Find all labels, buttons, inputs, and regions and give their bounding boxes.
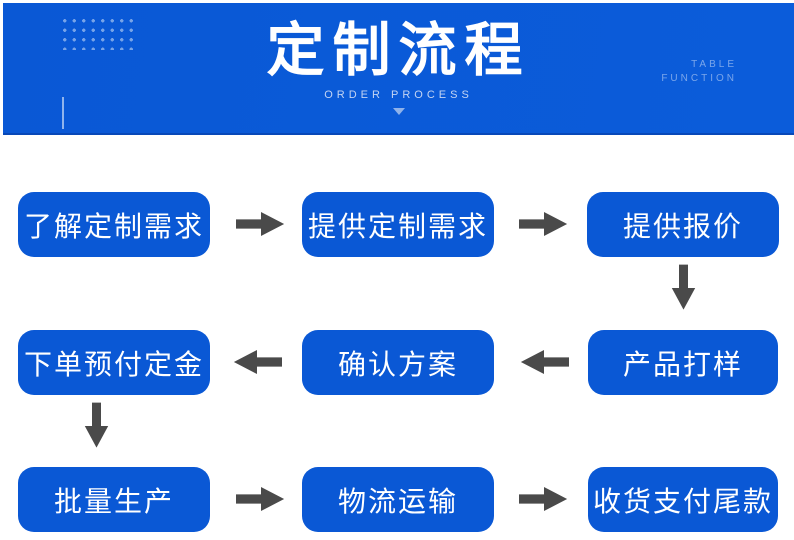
arrow-left-icon — [232, 348, 282, 376]
flow-step-logistics: 物流运输 — [302, 467, 494, 532]
arrow-right-icon — [236, 210, 286, 238]
corner-label: TABLE FUNCTION — [661, 58, 737, 86]
header-banner: 定制流程 ORDER PROCESS TABLE FUNCTION — [3, 3, 794, 135]
arrow-right-icon — [236, 485, 286, 513]
flow-step-receive-pay-balance: 收货支付尾款 — [588, 467, 778, 532]
arrow-down-icon — [670, 262, 697, 314]
vertical-line-decoration — [62, 97, 64, 129]
flow-step-product-sampling: 产品打样 — [588, 330, 778, 395]
page-subtitle: ORDER PROCESS — [324, 89, 473, 101]
triangle-down-icon — [392, 108, 405, 115]
dot-grid-decoration — [60, 16, 134, 50]
flow-step-provide-requirements: 提供定制需求 — [302, 192, 494, 257]
corner-label-line1: TABLE — [691, 59, 737, 70]
flow-step-mass-production: 批量生产 — [18, 467, 210, 532]
flow-step-understand-requirements: 了解定制需求 — [18, 192, 210, 257]
page-title: 定制流程 — [266, 18, 531, 83]
flow-step-confirm-plan: 确认方案 — [302, 330, 494, 395]
header-title-block: 定制流程 ORDER PROCESS — [3, 17, 794, 115]
arrow-down-icon — [83, 400, 110, 452]
flow-step-provide-quotation: 提供报价 — [587, 192, 779, 257]
arrow-left-icon — [519, 348, 569, 376]
flow-step-order-deposit: 下单预付定金 — [18, 330, 210, 395]
arrow-right-icon — [519, 485, 569, 513]
arrow-right-icon — [519, 210, 569, 238]
corner-label-line2: FUNCTION — [661, 73, 737, 84]
